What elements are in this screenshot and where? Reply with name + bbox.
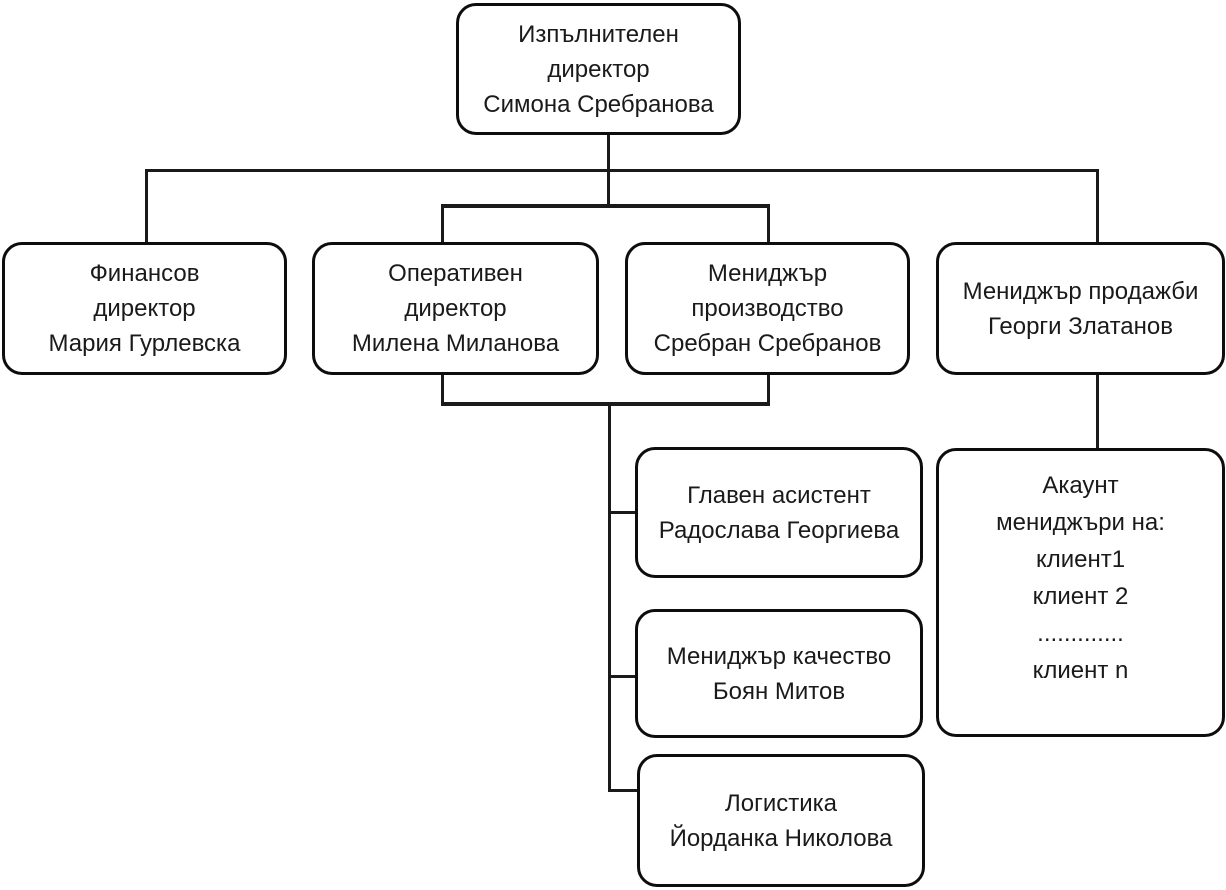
node-text-line: директор <box>547 55 650 83</box>
node-text-line: Йорданка Николова <box>669 824 893 852</box>
node-text-line: Мениджър качество <box>666 642 892 670</box>
connector-row-horizontal <box>146 169 1099 172</box>
connector-sales-accounts <box>1096 373 1099 449</box>
connector-sales-drop <box>1096 169 1099 242</box>
node-text-line: Симона Сребранова <box>483 90 714 118</box>
org-node-ceo: Изпълнителен директор Симона Сребранова <box>456 3 741 135</box>
connector-production-drop <box>767 204 770 242</box>
node-text-line: Акаунт <box>1042 472 1119 499</box>
node-text-line: клиент n <box>1032 657 1129 684</box>
connector-bracket-bottom <box>441 402 770 406</box>
org-node-production-manager: Мениджър производство Сребран Сребранов <box>625 242 910 375</box>
node-text-line: Логистика <box>724 789 838 817</box>
node-text-line: Оперативен <box>388 260 523 287</box>
node-text-line: Финансов <box>89 260 200 287</box>
node-text-line: Боян Митов <box>712 677 846 705</box>
org-node-operations-director: Оперативен директор Милена Миланова <box>312 242 599 375</box>
node-text-line: производство <box>691 295 844 322</box>
connector-stub-quality <box>608 675 636 678</box>
connector-operations-drop <box>441 204 444 242</box>
node-text-line: директор <box>404 295 507 322</box>
org-node-chief-assistant: Главен асистент Радослава Георгиева <box>635 447 923 578</box>
connector-bracket-top <box>441 204 770 208</box>
org-node-sales-manager: Мениджър продажби Георги Златанов <box>936 242 1225 375</box>
node-text-line: Главен асистент <box>687 481 871 509</box>
node-text-line: Радослава Георгиева <box>658 516 900 544</box>
node-text-line: Изпълнителен <box>518 20 679 48</box>
node-text-line: клиент 2 <box>1032 583 1129 610</box>
node-text-line: Георги Златанов <box>987 312 1173 340</box>
org-node-logistics: Логистика Йорданка Николова <box>637 754 925 887</box>
org-node-finance-director: Финансов директор Мария Гурлевска <box>2 242 287 375</box>
node-text-line: Мениджър продажби <box>962 277 1199 305</box>
node-text-line: Милена Миланова <box>351 330 560 357</box>
node-text-line: ............. <box>1037 620 1124 647</box>
connector-production-rise <box>767 373 770 405</box>
connector-trunk-vertical <box>608 402 611 792</box>
node-text-line: Мария Гурлевска <box>48 330 241 357</box>
connector-stub-assistant <box>608 511 636 514</box>
connector-operations-rise <box>441 373 444 405</box>
connector-stub-logistics <box>608 789 638 792</box>
org-node-account-managers: Акаунт мениджъри на: клиент1 клиент 2 ..… <box>936 448 1225 737</box>
node-text-line: Мениджър <box>707 260 828 287</box>
node-text-line: мениджъри на: <box>996 509 1165 536</box>
org-node-quality-manager: Мениджър качество Боян Митов <box>635 609 923 738</box>
node-text-line: Сребран Сребранов <box>653 330 882 357</box>
node-text-line: директор <box>93 295 196 322</box>
connector-finance-drop <box>145 169 148 242</box>
node-text-line: клиент1 <box>1035 546 1126 573</box>
